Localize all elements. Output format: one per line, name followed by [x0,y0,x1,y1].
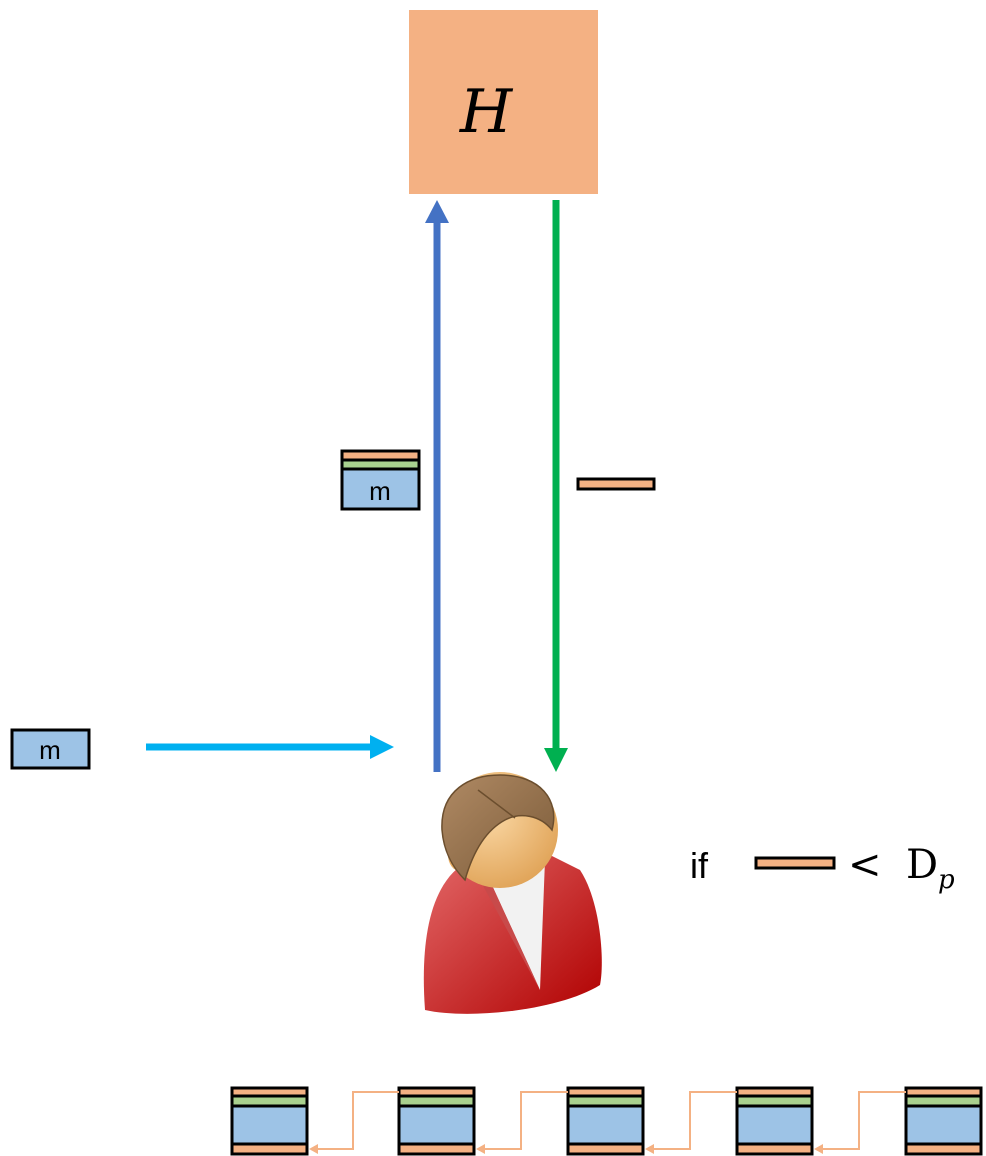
blockchain [230,1086,983,1156]
candidate-block-label: m [369,476,391,506]
hash-function-box: H [409,10,598,194]
hash-output-arrow [544,200,568,772]
difficulty-subscript: p [938,865,955,895]
hash-output-bar [576,477,656,491]
chain-link [316,1091,399,1150]
message-block: m [10,728,91,770]
chain-link [483,1091,568,1150]
chain-block [397,1086,476,1156]
difficulty-symbol: D [906,842,938,888]
candidate-block: m [340,449,421,511]
chain-link [821,1091,906,1150]
submit-arrow [425,200,449,772]
chain-block [735,1086,814,1156]
difficulty-condition: if < D p [690,842,955,895]
condition-hash-bar [754,856,836,870]
chain-block [230,1086,309,1156]
less-than-symbol: < [848,842,882,888]
message-input-arrow [146,735,394,759]
chain-link [652,1091,737,1150]
message-block-label: m [39,735,61,765]
chain-block [566,1086,645,1156]
if-keyword: if [690,845,709,886]
hash-label: H [459,77,514,147]
chain-link-arrowhead [309,1144,318,1154]
chain-link-arrowhead [814,1144,823,1154]
chain-link-arrowhead [476,1144,485,1154]
user-icon [423,772,602,1014]
chain-block [904,1086,983,1156]
chain-link-arrowhead [645,1144,654,1154]
